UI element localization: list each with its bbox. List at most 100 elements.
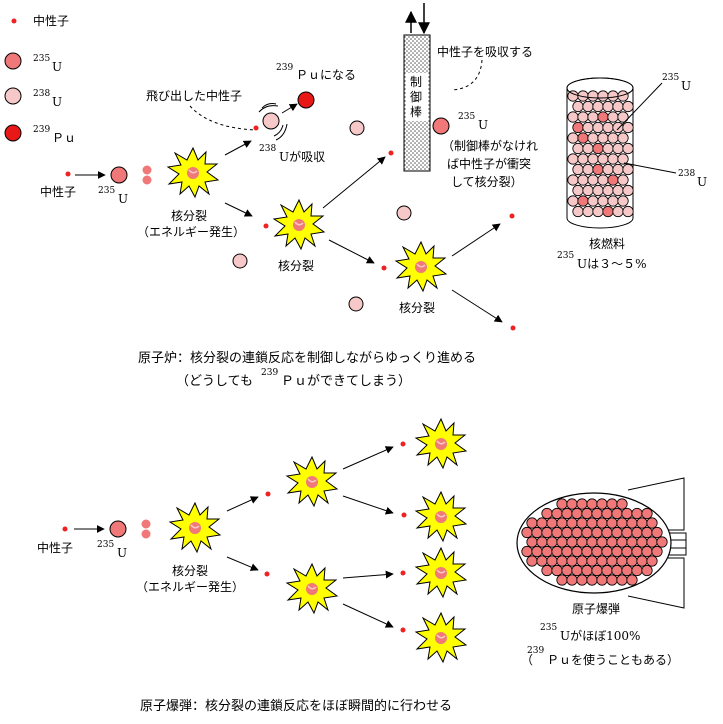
rod-u235-symbol: U: [478, 118, 488, 132]
floating-u238-ball: [348, 296, 364, 312]
pu-text-label: Ｐｕになる: [296, 68, 356, 82]
rod-u235-mass: 235: [458, 112, 475, 122]
vibration-mark: [273, 124, 284, 137]
pellet: [606, 555, 618, 567]
pellet: [586, 555, 598, 567]
pellet: [526, 555, 538, 567]
pellet: [602, 184, 614, 197]
bomb-section: 中性子 235 U 核分裂 （エネルギー発生）: [37, 418, 687, 714]
pellet: [616, 574, 628, 586]
pellet: [611, 564, 623, 577]
pellet: [631, 545, 643, 558]
pellet: [556, 574, 568, 586]
pellet: [616, 517, 628, 529]
pellet: [556, 555, 568, 567]
bomb-arrow: [342, 495, 394, 515]
pellet: [551, 545, 563, 558]
pellet: [561, 545, 573, 558]
pellet: [571, 545, 583, 558]
pellet: [631, 564, 643, 577]
pellet: [617, 153, 629, 165]
fuel-mass: 235: [557, 251, 574, 261]
reactor-neutron: [381, 265, 387, 271]
pellet: [636, 517, 648, 529]
reactor-fission-burst-2: [273, 199, 325, 250]
pellet: [577, 174, 589, 186]
legend-u238-ball: [4, 87, 22, 105]
pellet: [601, 526, 613, 539]
pu239-result-ball: [297, 91, 315, 109]
pellet: [546, 536, 558, 548]
rod-note-line: ば中性子が衝突: [447, 156, 531, 171]
pellet: [597, 153, 609, 165]
pellet: [616, 555, 628, 567]
bomb-arrow: [342, 603, 394, 628]
control-rod-label-bg: [406, 73, 428, 121]
pellet: [596, 555, 608, 567]
pellet: [582, 142, 594, 155]
legend-pu239-ball: [4, 124, 22, 142]
reactor-fission-label-2: 核分裂: [278, 259, 314, 273]
arrow-to-third-fission: [328, 239, 375, 264]
pellet: [591, 545, 603, 558]
pellet: [531, 526, 543, 539]
pellet: [607, 174, 619, 186]
pellet: [536, 517, 548, 529]
pellet: [546, 517, 558, 529]
fuel-pellets: [567, 90, 634, 218]
bomb-neutron: [400, 570, 406, 576]
pellet: [626, 536, 638, 548]
rod-note-line: して核分裂）: [451, 175, 523, 189]
pellet: [582, 184, 594, 197]
pellet: [616, 498, 628, 510]
pellet: [592, 121, 604, 134]
pellet: [581, 526, 593, 539]
legend-pu239-symbol: Ｐｕ: [52, 131, 76, 145]
pellet: [572, 163, 584, 176]
vibration-mark: [258, 105, 279, 113]
pellet: [571, 526, 583, 539]
pellet: [567, 195, 579, 207]
pellet: [576, 498, 588, 510]
pellet: [601, 564, 613, 577]
pellet: [521, 526, 533, 539]
reactor-arrow-up: [224, 140, 252, 156]
pellet: [621, 526, 633, 539]
pellet: [576, 517, 588, 529]
pellet: [581, 545, 593, 558]
pellet: [606, 517, 618, 529]
reactor-neutron: [509, 213, 515, 219]
pellet: [596, 517, 608, 529]
legend-u235-ball: [4, 52, 22, 70]
pellet: [586, 498, 598, 510]
pellet: [597, 90, 609, 102]
bomb-neutron: [400, 627, 406, 633]
fuel-u238-symbol: U: [697, 175, 707, 189]
pellet: [521, 545, 533, 558]
legend-u238-mass: 238: [33, 89, 50, 99]
pellet: [556, 517, 568, 529]
u238-absorb-mass: 238: [259, 144, 276, 154]
pellet: [586, 517, 598, 529]
legend-neutron-dot: [11, 18, 17, 24]
legend-u235-symbol: U: [52, 60, 62, 74]
pellet: [577, 195, 589, 207]
bomb-text-1: Uがほぼ100%: [560, 628, 640, 643]
reactor-subcaption-text: Ｐｕができてしまう）: [281, 374, 411, 389]
pellet: [571, 564, 583, 577]
pellet: [646, 555, 658, 567]
pellet: [551, 564, 563, 577]
bomb-fission-label: 核分裂: [172, 564, 208, 578]
pellet: [641, 545, 653, 558]
pellet: [592, 205, 604, 218]
reactor-fission-burst-1: [167, 147, 219, 198]
bomb-mass-2: 239: [527, 646, 544, 656]
escaped-neutron-label: 飛び出した中性子: [146, 88, 242, 103]
pellet: [587, 132, 599, 144]
pellet: [577, 153, 589, 165]
pellet: [526, 536, 538, 548]
pellet: [572, 205, 584, 218]
pellet: [561, 507, 573, 520]
pellet: [611, 545, 623, 558]
bomb-fission-burst-2: [286, 456, 338, 507]
